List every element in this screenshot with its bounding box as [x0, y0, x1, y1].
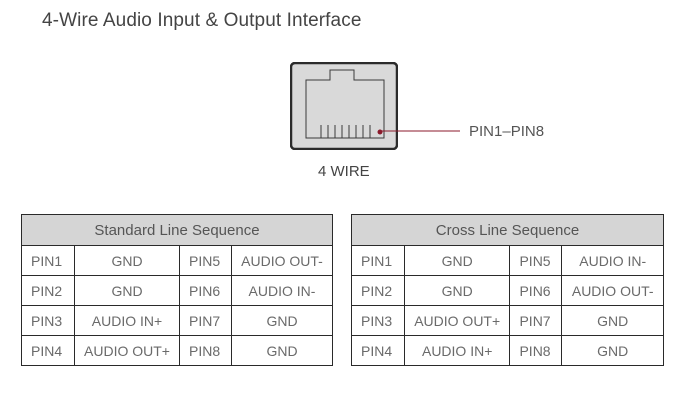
table-row: PIN2 GND PIN6 AUDIO IN- — [21, 275, 333, 306]
signal-cell: AUDIO OUT+ — [74, 335, 180, 366]
pin-cell: PIN7 — [509, 305, 563, 336]
table-row: PIN4 AUDIO OUT+ PIN8 GND — [21, 335, 333, 366]
signal-cell: AUDIO OUT- — [231, 245, 333, 276]
callout-line — [380, 130, 460, 132]
connector-caption: 4 WIRE — [318, 163, 370, 180]
signal-cell: GND — [403, 275, 511, 306]
signal-cell: GND — [74, 245, 180, 276]
signal-cell: AUDIO IN+ — [74, 305, 180, 336]
table-row: PIN2 GND PIN6 AUDIO OUT- — [351, 275, 664, 306]
signal-cell: GND — [74, 275, 180, 306]
rj45-port-icon — [290, 62, 398, 150]
signal-cell: AUDIO IN- — [231, 275, 333, 306]
table-header: Cross Line Sequence — [351, 214, 664, 246]
pin-range-label: PIN1–PIN8 — [469, 123, 545, 140]
signal-cell: GND — [561, 335, 664, 366]
pin-cell: PIN3 — [351, 305, 405, 336]
pin-cell: PIN8 — [509, 335, 563, 366]
signal-cell: GND — [403, 245, 511, 276]
signal-cell: AUDIO OUT+ — [403, 305, 511, 336]
cross-line-sequence-table: Cross Line Sequence PIN1 GND PIN5 AUDIO … — [351, 214, 664, 366]
pin-cell: PIN5 — [509, 245, 563, 276]
pin-cell: PIN8 — [179, 335, 232, 366]
pin-cell: PIN2 — [351, 275, 405, 306]
pin-cell: PIN6 — [509, 275, 563, 306]
pin-cell: PIN5 — [179, 245, 232, 276]
signal-cell: AUDIO IN+ — [403, 335, 511, 366]
table-row: PIN3 AUDIO IN+ PIN7 GND — [21, 305, 333, 336]
pin-cell: PIN3 — [21, 305, 75, 336]
table-row: PIN1 GND PIN5 AUDIO IN- — [351, 245, 664, 276]
signal-cell: GND — [231, 305, 333, 336]
pin-cell: PIN4 — [351, 335, 405, 366]
table-row: PIN4 AUDIO IN+ PIN8 GND — [351, 335, 664, 366]
pin-cell: PIN1 — [351, 245, 405, 276]
pin-cell: PIN1 — [21, 245, 75, 276]
pin-cell: PIN2 — [21, 275, 75, 306]
signal-cell: AUDIO OUT- — [561, 275, 664, 306]
pin-cell: PIN4 — [21, 335, 75, 366]
table-header: Standard Line Sequence — [21, 214, 333, 246]
signal-cell: AUDIO IN- — [561, 245, 664, 276]
standard-line-sequence-table: Standard Line Sequence PIN1 GND PIN5 AUD… — [21, 214, 333, 366]
signal-cell: GND — [561, 305, 664, 336]
table-row: PIN1 GND PIN5 AUDIO OUT- — [21, 245, 333, 276]
pin-cell: PIN6 — [179, 275, 232, 306]
page-title: 4-Wire Audio Input & Output Interface — [42, 10, 362, 31]
pin-cell: PIN7 — [179, 305, 232, 336]
signal-cell: GND — [231, 335, 333, 366]
table-row: PIN3 AUDIO OUT+ PIN7 GND — [351, 305, 664, 336]
